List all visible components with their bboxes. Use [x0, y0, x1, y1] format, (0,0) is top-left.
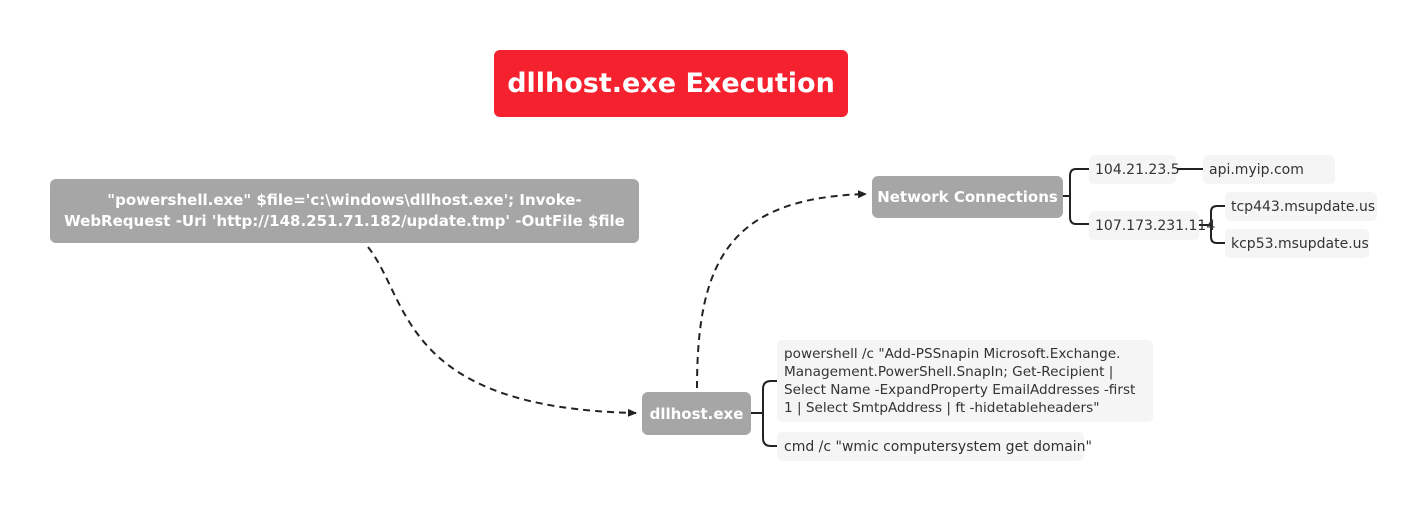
domain-node: api.myip.com	[1203, 155, 1335, 184]
ip-node: 107.173.231.114	[1089, 211, 1215, 240]
powershell-command-text: powershell /c "Add-PSSnapin Microsoft.Ex…	[784, 346, 1136, 416]
domain-node: tcp443.msupdate.us	[1225, 192, 1377, 221]
diagram-title: dllhost.exe Execution	[494, 50, 848, 117]
domain-node: kcp53.msupdate.us	[1225, 229, 1369, 258]
branch-network-to-ips	[1063, 168, 1089, 225]
powershell-command-node: powershell /c "Add-PSSnapin Microsoft.Ex…	[777, 340, 1153, 422]
network-connections-node: Network Connections	[872, 176, 1063, 218]
dashed-arrow-process-to-network	[696, 190, 867, 389]
branch-process-to-commands	[751, 380, 777, 447]
wmic-command-node: cmd /c "wmic computersystem get domain"	[777, 432, 1092, 461]
process-node: dllhost.exe	[642, 392, 751, 435]
branch-ip2-to-domains	[1199, 205, 1225, 244]
download-command-text: "powershell.exe" $file='c:\windows\dllho…	[64, 191, 625, 230]
download-command-node: "powershell.exe" $file='c:\windows\dllho…	[50, 179, 639, 243]
ip-node: 104.21.23.5	[1089, 155, 1180, 184]
dashed-arrow-command-to-process	[367, 246, 637, 417]
